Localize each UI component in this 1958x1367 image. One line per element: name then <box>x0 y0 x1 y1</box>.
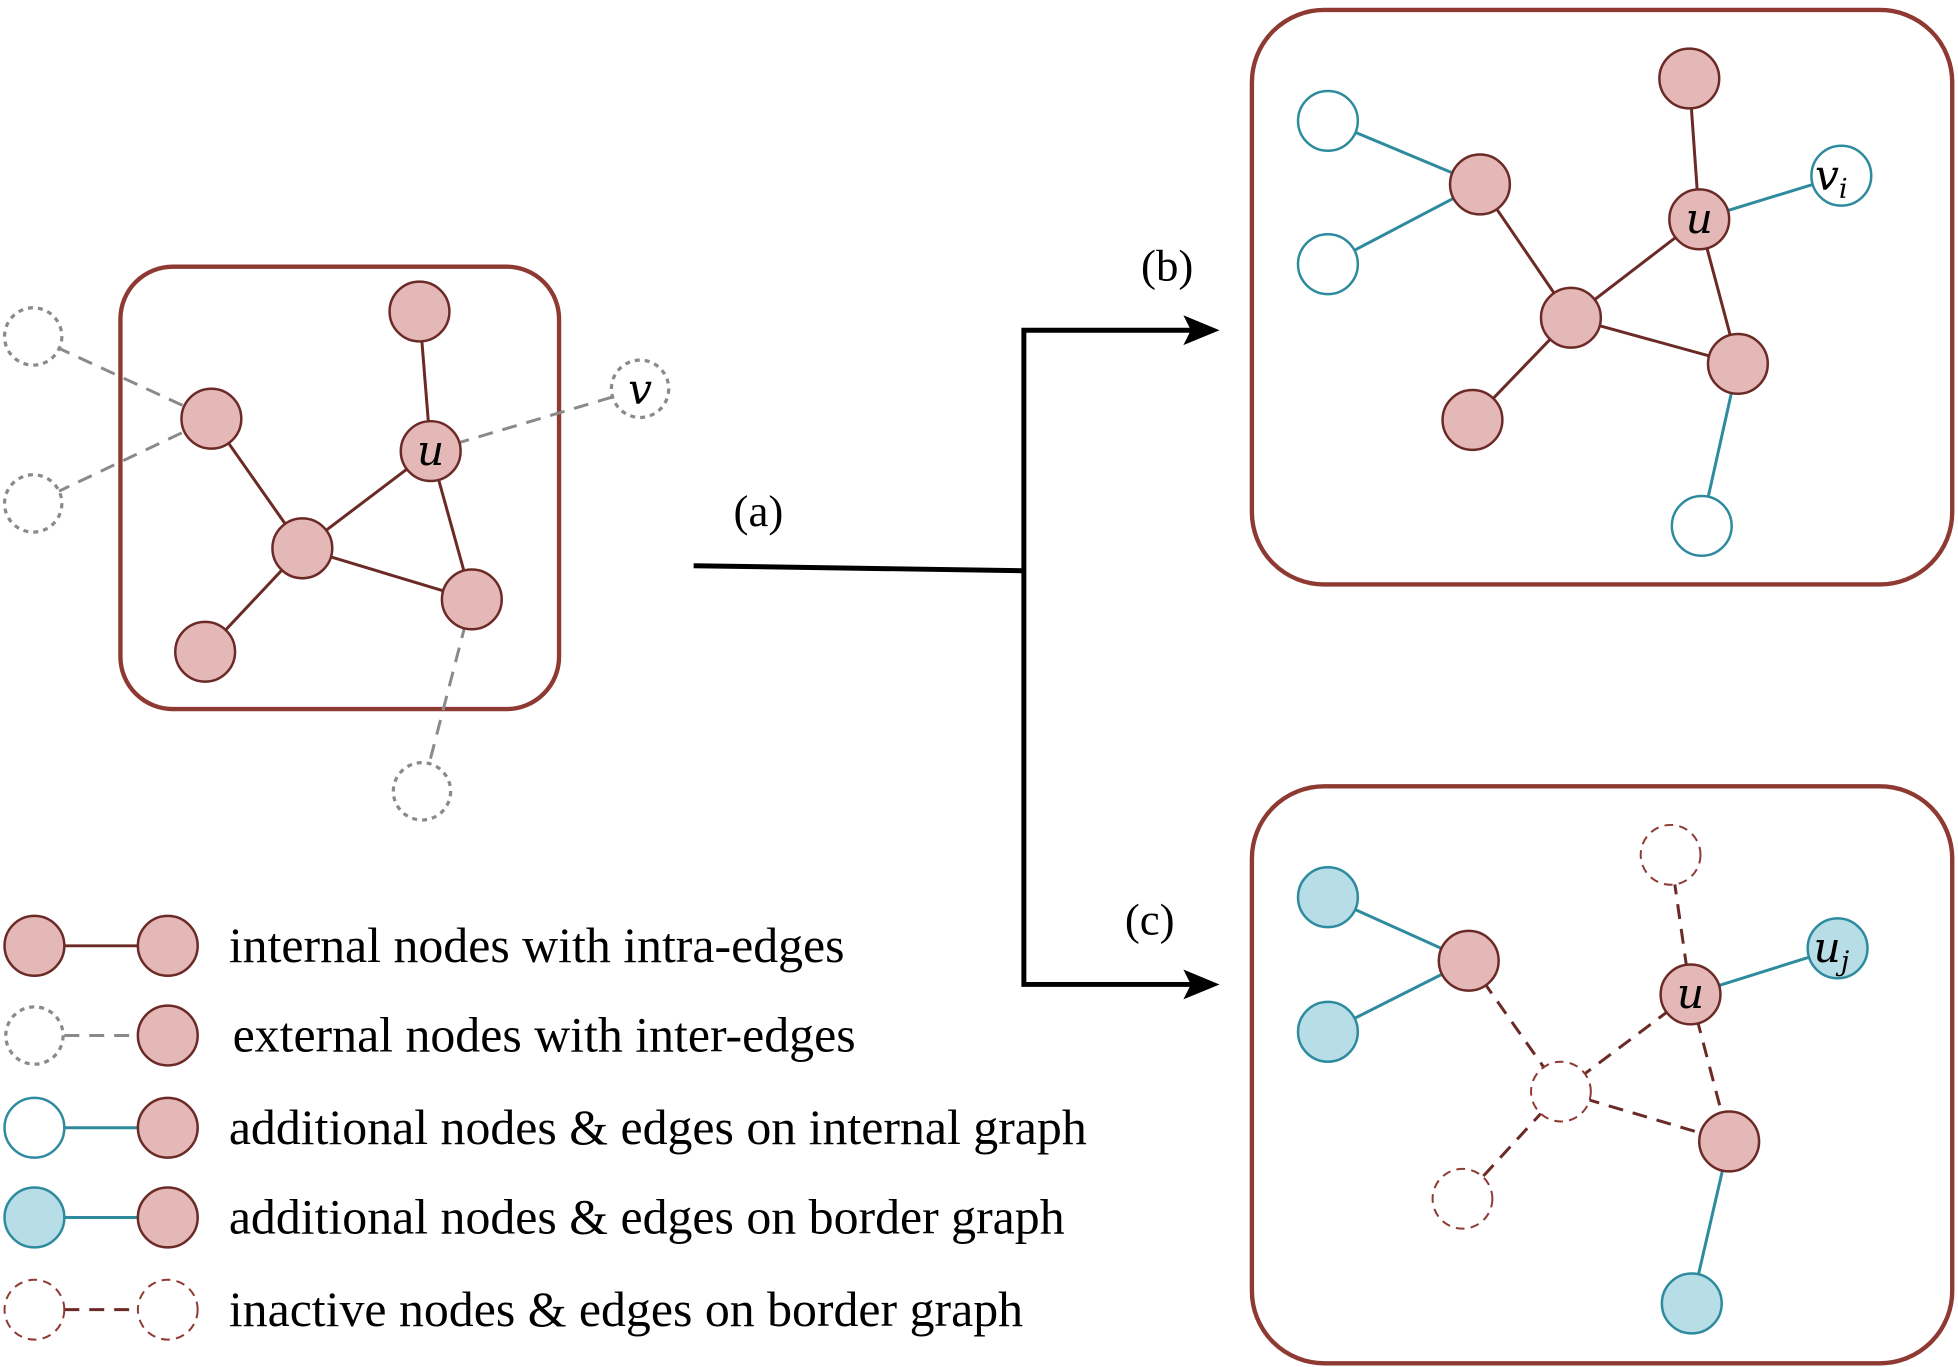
legend-label: internal nodes with intra-edges <box>229 918 845 973</box>
internal-node <box>1698 1110 1761 1173</box>
legend-label: additional nodes & edges on internal gra… <box>229 1100 1087 1155</box>
legend-node <box>3 914 66 977</box>
additional-node <box>1670 494 1733 558</box>
legend-node <box>136 1278 199 1341</box>
external-node <box>391 761 453 822</box>
legend-node <box>136 1096 199 1159</box>
legend-node <box>136 1186 199 1249</box>
node-label-v: v <box>628 365 652 414</box>
inactive-node <box>1639 823 1702 886</box>
inter-edge <box>32 335 213 421</box>
step-label-c: (c) <box>1125 895 1175 945</box>
legend-node <box>4 1005 65 1066</box>
legend-node <box>3 1096 66 1159</box>
legend-item-inactive: inactive nodes & edges on border graph <box>3 1278 1023 1341</box>
inter-edge <box>32 417 213 505</box>
arrowhead-b-icon <box>1183 315 1220 346</box>
border-additional-node <box>1296 1000 1360 1063</box>
internal-node <box>1706 332 1770 396</box>
internal-node <box>174 620 237 683</box>
border-additional-node-uj <box>1806 917 1869 980</box>
internal-node <box>388 280 451 343</box>
internal-node-u <box>399 419 462 483</box>
node-label-vi-sub: i <box>1839 174 1848 205</box>
node-label-vi-base: v <box>1815 150 1839 199</box>
node-label-vi: vi <box>1815 150 1848 205</box>
legend-item-internal: internal nodes with intra-edges <box>3 914 845 977</box>
legend-item-additional-internal: additional nodes & edges on internal gra… <box>3 1096 1087 1159</box>
original-graph-box <box>118 264 562 712</box>
legend-item-additional-border: additional nodes & edges on border graph <box>3 1186 1065 1249</box>
node-label-u: u <box>1677 969 1704 1018</box>
legend-label: external nodes with inter-edges <box>233 1008 856 1063</box>
panel-b-box <box>1249 7 1955 587</box>
legend-item-external: external nodes with inter-edges <box>4 1004 856 1067</box>
node-label-u: u <box>1686 194 1713 243</box>
original-graph: u v <box>2 264 671 822</box>
internal-node <box>1448 153 1512 216</box>
legend-node <box>3 1186 66 1249</box>
inter-edge <box>420 599 474 792</box>
border-additional-node <box>1660 1272 1723 1335</box>
internal-node-u <box>1668 188 1731 251</box>
arrowhead-c-icon <box>1183 969 1220 1000</box>
external-node <box>2 473 64 534</box>
legend-label: additional nodes & edges on border graph <box>229 1190 1065 1245</box>
node-label-u: u <box>417 426 444 475</box>
internal-node <box>440 568 503 631</box>
internal-node-u <box>1659 963 1722 1026</box>
internal-node <box>180 387 243 450</box>
inter-edge <box>430 387 641 453</box>
external-node <box>2 306 64 367</box>
additional-node-vi <box>1810 144 1873 207</box>
legend-node <box>3 1278 66 1341</box>
inactive-node <box>1530 1060 1592 1123</box>
arrow-branch <box>1021 327 1199 987</box>
node-label-uj: uj <box>1813 923 1849 978</box>
additional-node <box>1296 233 1360 296</box>
node-label-uj-base: u <box>1813 923 1840 972</box>
additional-node <box>1296 89 1360 153</box>
legend-node <box>136 914 199 977</box>
internal-node <box>1441 388 1504 452</box>
panel-c-border-graph: u uj <box>1249 784 1955 1366</box>
internal-node <box>1437 929 1500 992</box>
internal-node <box>1539 286 1603 349</box>
internal-node <box>1658 47 1721 110</box>
panel-b-internal-graph: u vi <box>1249 7 1955 587</box>
external-node-v <box>609 358 671 420</box>
step-label-b: (b) <box>1141 240 1193 290</box>
panel-c-box <box>1249 784 1955 1366</box>
legend-node <box>136 1004 199 1067</box>
step-label-a: (a) <box>734 486 784 536</box>
legend: internal nodes with intra-edges external… <box>3 914 1087 1341</box>
inactive-node <box>1431 1167 1494 1230</box>
legend-label: inactive nodes & edges on border graph <box>229 1282 1023 1337</box>
arrow-a-stem <box>693 563 1024 574</box>
border-additional-node <box>1296 866 1360 929</box>
internal-node <box>271 517 334 580</box>
flow-arrows: (a) (b) (c) <box>693 240 1220 1000</box>
